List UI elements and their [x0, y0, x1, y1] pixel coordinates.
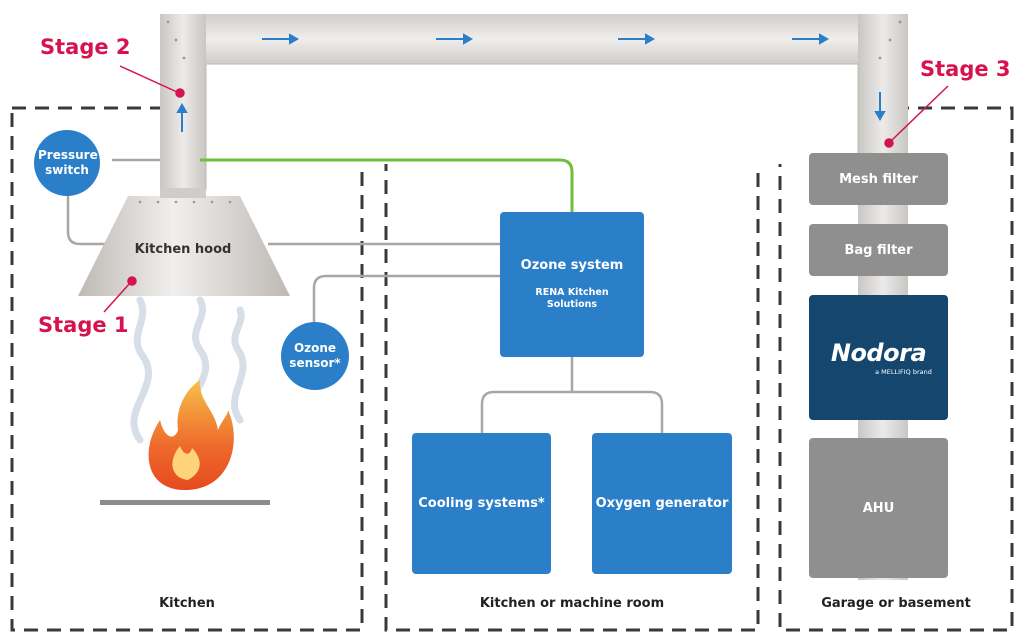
green-line [200, 158, 574, 212]
oxygen-generator-label: Oxygen generator [595, 496, 729, 511]
ozone-system-title: Ozone system [520, 257, 624, 273]
ozone-system-box: Ozone system RENA Kitchen Solutions [500, 212, 644, 357]
zone-label-garage: Garage or basement [821, 596, 971, 611]
mesh-filter-box: Mesh filter [809, 153, 948, 205]
stage-1-label: Stage 1 [38, 313, 129, 337]
stage-2-label: Stage 2 [40, 35, 131, 59]
nodora-tagline: a MELLIFIQ brand [875, 368, 932, 376]
nodora-logo: Nodora [830, 339, 927, 367]
nodora-box: Nodora a MELLIFIQ brand [809, 295, 948, 420]
zone-label-kitchen: Kitchen [159, 596, 215, 611]
zone-label-machine-room: Kitchen or machine room [479, 596, 665, 611]
bag-filter-box: Bag filter [809, 224, 948, 276]
ahu-box: AHU [809, 438, 948, 578]
ozone-sensor-label: Ozone sensor* [289, 341, 341, 370]
stage-pointer-icon [103, 65, 949, 313]
flame-icon [148, 380, 234, 490]
pressure-switch-label: Pressure switch [38, 148, 98, 177]
pressure-switch-circle: Pressure switch [34, 130, 100, 196]
flow-arrow-icon [176, 33, 886, 132]
burner-plate [100, 500, 270, 505]
mesh-filter-label: Mesh filter [839, 171, 918, 187]
stage-3-label: Stage 3 [920, 57, 1011, 81]
oxygen-generator-box: Oxygen generator [592, 433, 732, 574]
cooling-systems-box: Cooling systems* [412, 433, 551, 574]
ozone-system-subtitle: RENA Kitchen Solutions [535, 286, 609, 310]
kitchen-hood-label: Kitchen hood [134, 242, 232, 257]
ahu-label: AHU [862, 500, 895, 516]
bag-filter-label: Bag filter [844, 242, 913, 258]
ozone-sensor-circle: Ozone sensor* [281, 322, 349, 390]
cooling-systems-label: Cooling systems* [418, 496, 545, 511]
kitchen-hood-shape [78, 196, 290, 296]
